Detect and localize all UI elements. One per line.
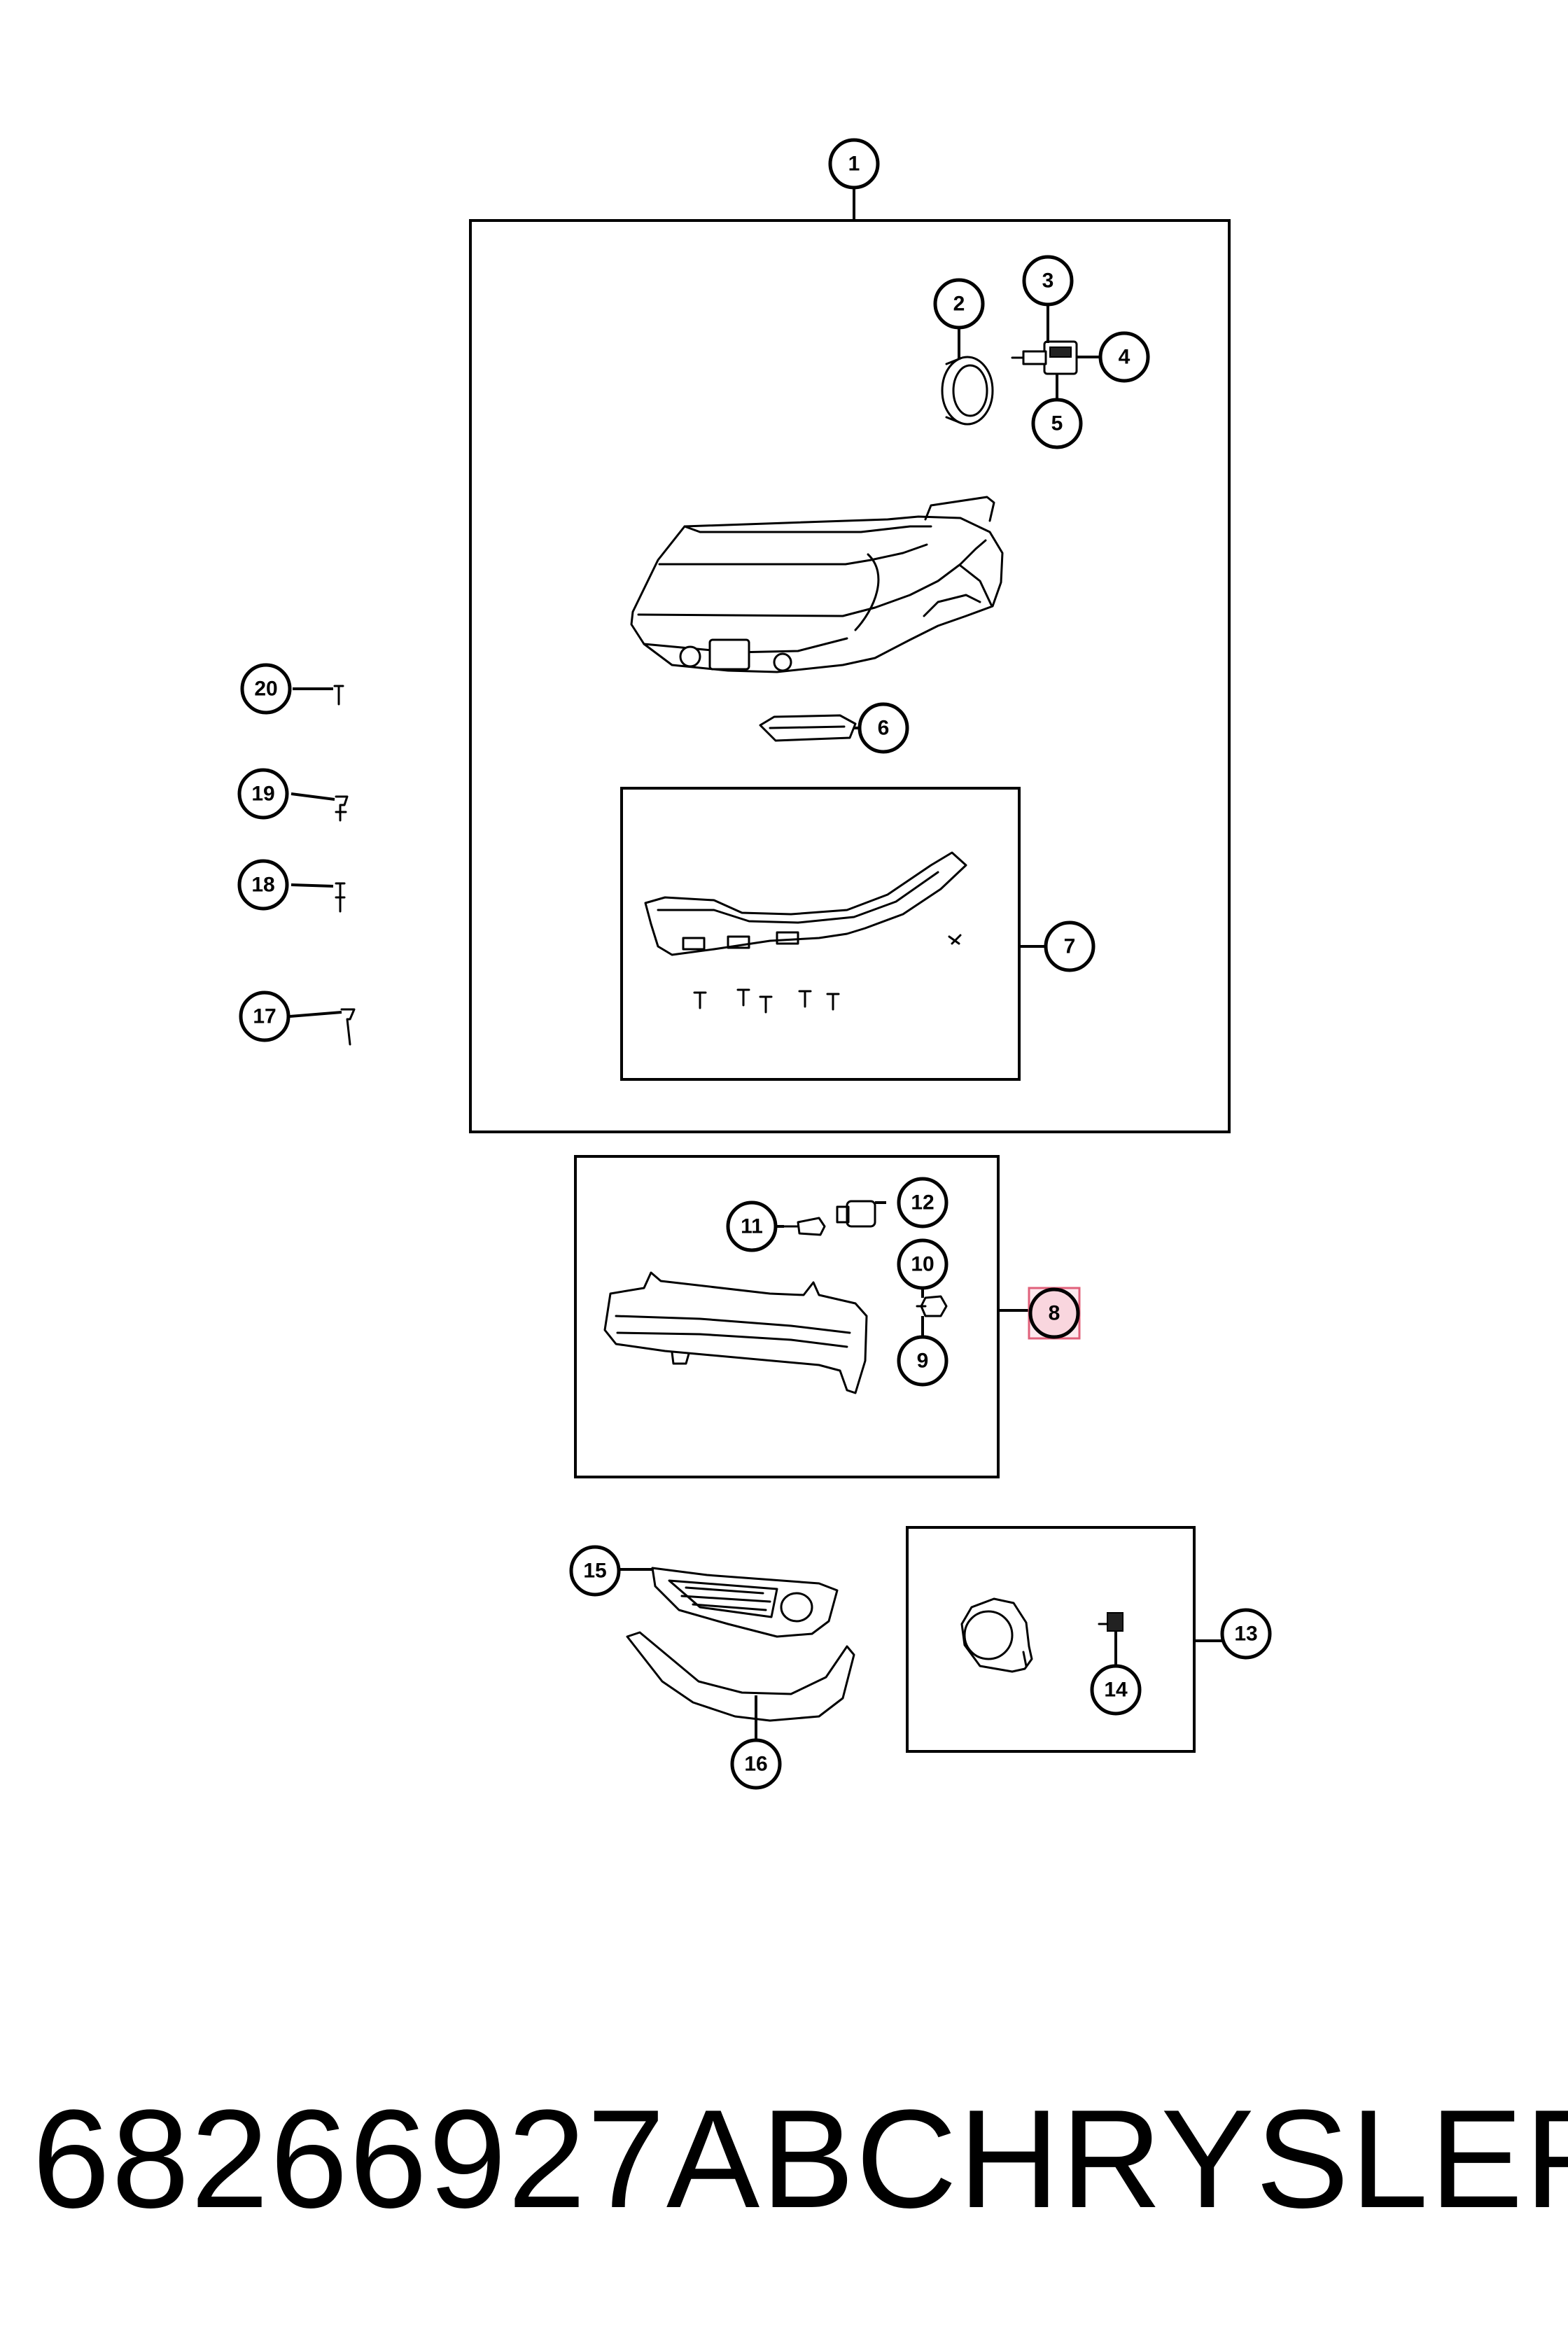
drl-bulb-part xyxy=(781,1217,826,1236)
svg-text:9: 9 xyxy=(917,1350,929,1373)
svg-text:5: 5 xyxy=(1051,412,1063,435)
part-footer: 68266927AB CHRYSLER xyxy=(0,2072,1568,2247)
svg-text:7: 7 xyxy=(1064,935,1076,958)
svg-text:19: 19 xyxy=(251,783,274,806)
callout-14[interactable]: 14 xyxy=(1090,1664,1142,1716)
screws-part xyxy=(693,934,962,1014)
callout-4[interactable]: 4 xyxy=(1098,331,1150,383)
fog-lamp-part xyxy=(960,1597,1033,1673)
svg-text:10: 10 xyxy=(911,1253,934,1276)
callout-17[interactable]: 17 xyxy=(239,990,290,1042)
svg-text:16: 16 xyxy=(744,1753,767,1776)
callout-15[interactable]: 15 xyxy=(569,1545,621,1597)
part-number: 68266927AB xyxy=(32,2081,856,2237)
svg-text:18: 18 xyxy=(251,874,274,897)
svg-text:14: 14 xyxy=(1104,1679,1128,1702)
svg-text:8: 8 xyxy=(1049,1302,1060,1325)
drl-socket-part xyxy=(836,1200,876,1228)
drl-lamp-part xyxy=(603,1271,868,1394)
svg-text:15: 15 xyxy=(583,1560,606,1583)
callout-11[interactable]: 11 xyxy=(726,1200,778,1252)
svg-text:2: 2 xyxy=(953,293,965,316)
svg-text:12: 12 xyxy=(911,1191,934,1214)
callout-7[interactable]: 7 xyxy=(1044,920,1096,972)
callout-12[interactable]: 12 xyxy=(897,1177,948,1228)
callout-8[interactable]: 8 xyxy=(1028,1287,1081,1340)
bracket-part xyxy=(644,851,967,956)
callout-10[interactable]: 10 xyxy=(897,1238,948,1290)
callout-19[interactable]: 19 xyxy=(237,768,289,820)
callout-9[interactable]: 9 xyxy=(897,1335,948,1387)
svg-text:20: 20 xyxy=(254,678,277,701)
bezel-ring-part xyxy=(941,356,994,426)
svg-text:4: 4 xyxy=(1119,346,1130,369)
gasket-part xyxy=(759,714,857,742)
callout-20[interactable]: 20 xyxy=(240,663,292,715)
callout-13[interactable]: 13 xyxy=(1220,1608,1272,1660)
brand-name: CHRYSLER xyxy=(855,2081,1568,2237)
svg-text:17: 17 xyxy=(253,1005,276,1028)
callout-16[interactable]: 16 xyxy=(730,1738,782,1790)
svg-text:6: 6 xyxy=(878,717,890,740)
grille-trim-part xyxy=(626,1631,855,1722)
fasteners-part xyxy=(289,685,356,1046)
callout-2[interactable]: 2 xyxy=(933,278,985,330)
grille-part xyxy=(651,1567,839,1638)
svg-text:11: 11 xyxy=(741,1215,763,1238)
headlamp-part xyxy=(630,496,1004,673)
bracket-frame xyxy=(620,787,1021,1081)
svg-text:3: 3 xyxy=(1042,270,1054,293)
callout-3[interactable]: 3 xyxy=(1022,255,1074,307)
drl-lamp-frame xyxy=(574,1155,1000,1478)
callout-1[interactable]: 1 xyxy=(828,138,880,190)
fog-bulb-part xyxy=(1098,1612,1124,1632)
fog-lamp-frame xyxy=(906,1526,1196,1753)
hid-bulb-part xyxy=(1011,340,1078,375)
callout-6[interactable]: 6 xyxy=(858,702,909,754)
drl-clip-part xyxy=(916,1295,948,1317)
svg-text:13: 13 xyxy=(1234,1623,1257,1646)
callout-5[interactable]: 5 xyxy=(1031,398,1083,449)
svg-text:1: 1 xyxy=(848,153,860,176)
headlamp-assembly-frame xyxy=(469,219,1231,1133)
callout-18[interactable]: 18 xyxy=(237,859,289,911)
